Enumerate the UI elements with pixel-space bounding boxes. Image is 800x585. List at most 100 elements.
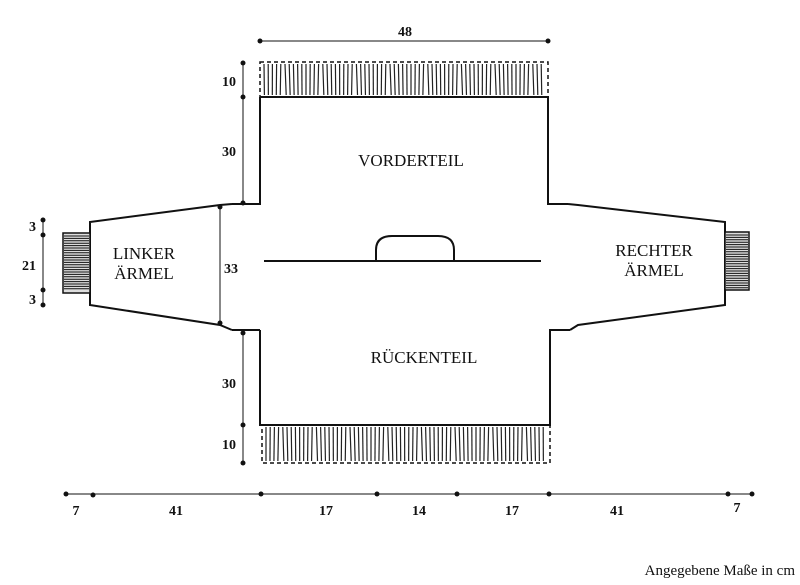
rib-stroke: [415, 426, 418, 462]
units-note: Angegebene Maße in cm: [645, 563, 796, 579]
rib-stroke: [427, 63, 430, 96]
rib-stroke: [393, 63, 396, 96]
rib-stroke: [496, 426, 499, 462]
rib-stroke: [310, 426, 313, 462]
rib-stroke: [458, 426, 461, 462]
rib-stroke: [286, 426, 289, 462]
rib-stroke: [292, 63, 295, 96]
rib-stroke: [492, 426, 495, 462]
dim-front-body-label: 30: [222, 145, 236, 160]
back-ribbing: [261, 424, 551, 464]
right-cuff: [724, 231, 750, 291]
rib-stroke: [391, 426, 394, 462]
rib-stroke: [449, 426, 452, 462]
rib-stroke: [502, 63, 505, 96]
rib-stroke: [534, 426, 537, 462]
right-sleeve-label-2: ÄRMEL: [624, 261, 684, 280]
rib-stroke: [389, 63, 392, 96]
rib-stroke: [454, 426, 457, 462]
rib-stroke: [364, 63, 367, 96]
front-label: VORDERTEIL: [358, 151, 464, 170]
rib-stroke: [344, 426, 347, 462]
rib-stroke: [384, 63, 387, 96]
rib-stroke: [279, 63, 282, 96]
left-cuff: [62, 232, 91, 294]
rib-stroke: [530, 426, 533, 462]
rib-stroke: [315, 426, 319, 462]
rib-stroke: [324, 426, 327, 462]
rib-stroke: [322, 63, 325, 96]
dim-top-width-label: 48: [398, 25, 412, 40]
rib-stroke: [320, 426, 323, 462]
rib-stroke: [353, 426, 356, 462]
rib-stroke: [330, 63, 333, 96]
rib-stroke: [540, 63, 543, 96]
rib-stroke: [465, 63, 468, 96]
dim-cuff-vertical: 3 21 3: [22, 217, 46, 308]
rib-stroke: [460, 63, 464, 96]
rib-stroke: [395, 426, 398, 462]
dim-front-vertical: 10 30: [222, 60, 246, 206]
rib-stroke: [350, 63, 353, 96]
rib-stroke: [282, 426, 285, 462]
left-sleeve-label-1: LINKER: [113, 244, 176, 263]
dim-sleeve-height: 33: [217, 204, 238, 326]
rib-stroke: [435, 63, 438, 96]
dim-cuff-top-label: 3: [29, 220, 36, 235]
rib-stroke: [397, 63, 400, 96]
dim-bottom-2: 41: [169, 504, 183, 519]
dim-sleeve-height-label: 33: [224, 262, 238, 277]
rib-stroke: [284, 63, 287, 96]
rib-stroke: [500, 426, 503, 462]
rib-stroke: [489, 63, 492, 96]
rib-stroke: [532, 63, 535, 96]
dim-cuff-bottom-label: 3: [29, 293, 36, 308]
rib-stroke: [355, 63, 359, 96]
rib-stroke: [462, 426, 465, 462]
rib-stroke: [387, 426, 390, 462]
dim-bottom-7: 7: [734, 501, 741, 516]
dim-bottom-1: 7: [73, 504, 80, 519]
rib-stroke: [469, 63, 472, 96]
neckline: [375, 235, 455, 261]
rib-stroke: [498, 63, 501, 96]
dim-bottom-3: 17: [319, 504, 333, 519]
dim-back-rib-label: 10: [222, 438, 236, 453]
rib-stroke: [317, 63, 320, 96]
rib-stroke: [487, 426, 490, 462]
rib-stroke: [326, 63, 329, 96]
back-label: RÜCKENTEIL: [371, 348, 478, 367]
rib-stroke: [520, 426, 523, 462]
rib-stroke: [420, 426, 424, 462]
dim-back-vertical: 30 10: [222, 330, 246, 466]
rib-stroke: [277, 426, 280, 462]
rib-stroke: [536, 63, 539, 96]
body-outline: [232, 96, 570, 426]
front-ribbing: [259, 61, 549, 98]
rib-stroke: [360, 63, 363, 96]
dim-top-width: 48: [257, 25, 551, 44]
rib-stroke: [429, 426, 432, 462]
rib-stroke: [382, 426, 385, 462]
rib-stroke: [525, 426, 529, 462]
dim-bottom-5: 17: [505, 504, 519, 519]
rib-stroke: [527, 63, 530, 96]
rib-stroke: [290, 426, 293, 462]
dim-back-body-label: 30: [222, 377, 236, 392]
rib-stroke: [425, 426, 428, 462]
rib-stroke: [494, 63, 497, 96]
rib-stroke: [422, 63, 425, 96]
dim-bottom-6: 41: [610, 504, 624, 519]
dim-cuff-mid-label: 21: [22, 259, 36, 274]
right-sleeve-label-1: RECHTER: [615, 241, 693, 260]
rib-stroke: [357, 426, 360, 462]
left-sleeve-label-2: ÄRMEL: [114, 264, 174, 283]
dim-front-rib-label: 10: [222, 75, 236, 90]
dim-bottom-4: 14: [412, 504, 426, 519]
rib-stroke: [288, 63, 291, 96]
rib-stroke: [349, 426, 352, 462]
dim-bottom: 7 41 17 14 17 41 7: [63, 491, 755, 519]
rib-stroke: [455, 63, 458, 96]
rib-stroke: [431, 63, 434, 96]
